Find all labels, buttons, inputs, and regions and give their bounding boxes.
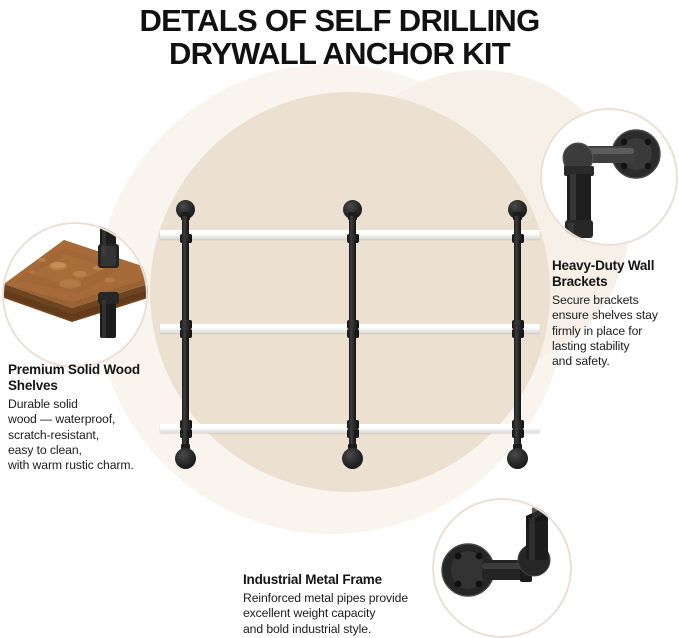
pipe-collar bbox=[179, 420, 192, 429]
product-shelf-unit bbox=[160, 198, 540, 476]
pipe-segment bbox=[182, 330, 189, 426]
pipe-collar bbox=[346, 234, 359, 243]
callout-industrial-metal-frame: Industrial Metal Frame Reinforced metal … bbox=[243, 572, 513, 637]
callout-heading: Heavy-Duty Wall Brackets bbox=[552, 258, 655, 289]
callout-heading: Industrial Metal Frame bbox=[243, 572, 382, 587]
pipe-flange-top-icon bbox=[508, 200, 527, 219]
pipe-collar bbox=[511, 234, 524, 243]
metal-frame-photo-icon bbox=[432, 498, 572, 638]
pipe-segment bbox=[182, 240, 189, 326]
callout-body: Durable solid wood — waterproof, scratch… bbox=[8, 396, 134, 473]
pipe-column-center bbox=[337, 198, 367, 476]
callout-body: Reinforced metal pipes provide excellent… bbox=[243, 590, 409, 636]
callout-premium-wood-shelves: Premium Solid Wood Shelves Durable solid… bbox=[8, 362, 176, 474]
callout-heavy-duty-wall-brackets: Heavy-Duty Wall Brackets Secure brackets… bbox=[552, 258, 679, 370]
pipe-segment bbox=[514, 330, 521, 426]
pipe-collar bbox=[511, 420, 524, 429]
pipe-segment bbox=[514, 216, 521, 236]
pipe-segment bbox=[182, 216, 189, 236]
pipe-segment bbox=[514, 430, 521, 452]
pipe-segment bbox=[349, 240, 356, 326]
pipe-flange-bottom-icon bbox=[175, 448, 196, 469]
inset-wood-shelf-closeup bbox=[2, 222, 148, 368]
inset-wall-bracket-closeup bbox=[540, 108, 678, 246]
page-title: DETALS OF SELF DRILLING DRYWALL ANCHOR K… bbox=[0, 0, 679, 78]
pipe-column-left bbox=[170, 198, 200, 476]
title-line-2: DRYWALL ANCHOR KIT bbox=[168, 36, 511, 72]
pipe-segment bbox=[349, 430, 356, 452]
pipe-collar bbox=[346, 420, 359, 429]
pipe-segment bbox=[182, 430, 189, 452]
pipe-flange-bottom-icon bbox=[342, 448, 363, 469]
inset-metal-frame-closeup bbox=[432, 498, 572, 638]
callout-heading: Premium Solid Wood Shelves bbox=[8, 362, 140, 393]
pipe-flange-top-icon bbox=[343, 200, 362, 219]
title-line-1: DETALS OF SELF DRILLING bbox=[139, 3, 540, 38]
pipe-flange-bottom-icon bbox=[507, 448, 528, 469]
pipe-segment bbox=[349, 330, 356, 426]
pipe-collar bbox=[346, 320, 359, 329]
pipe-collar bbox=[511, 320, 524, 329]
wall-bracket-photo-icon bbox=[540, 108, 678, 246]
pipe-collar bbox=[179, 234, 192, 243]
pipe-flange-top-icon bbox=[176, 200, 195, 219]
callout-body: Secure brackets ensure shelves stay firm… bbox=[552, 292, 658, 369]
pipe-segment bbox=[349, 216, 356, 236]
pipe-column-right bbox=[502, 198, 532, 476]
pipe-collar bbox=[179, 320, 192, 329]
wood-shelf-photo-icon bbox=[2, 222, 148, 368]
pipe-segment bbox=[514, 240, 521, 326]
